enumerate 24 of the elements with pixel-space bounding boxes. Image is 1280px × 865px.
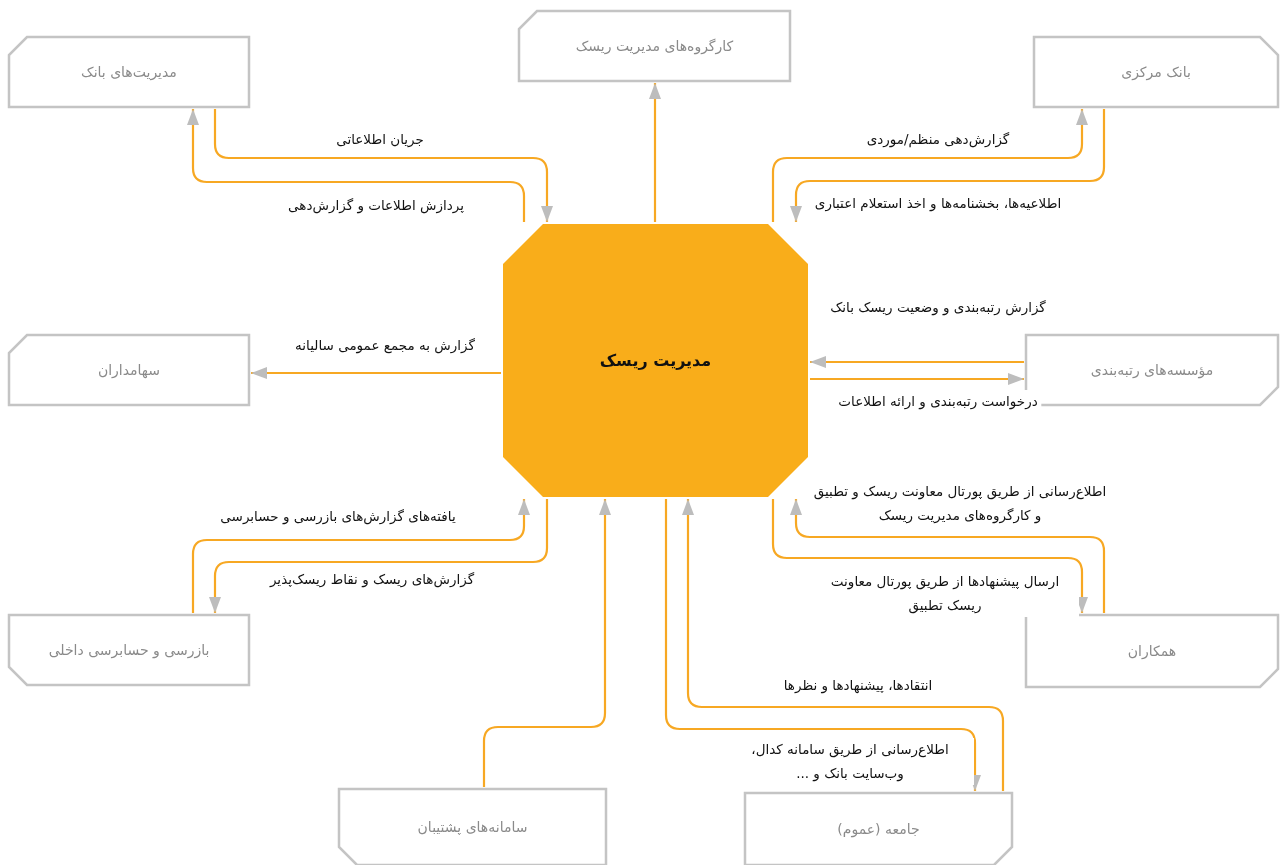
node-label: بازرسی و حسابرسی داخلی	[47, 642, 211, 658]
process-box	[9, 615, 249, 685]
arrow	[482, 499, 611, 787]
node-label: جامعه (عموم)	[836, 821, 921, 837]
process-box	[745, 793, 1012, 865]
node-label: مدیریت‌های بانک	[80, 64, 178, 80]
process-box	[1026, 615, 1278, 687]
process-box	[519, 11, 790, 81]
node-label: کارگروه‌های مدیریت ریسک	[574, 38, 735, 54]
process-box	[9, 335, 249, 405]
node-label: سهامداران	[96, 362, 162, 378]
arrow	[810, 373, 1024, 385]
process-box	[1034, 37, 1278, 107]
octagon-node	[503, 224, 808, 497]
arrow	[810, 356, 1024, 368]
process-box	[9, 37, 249, 107]
node-label: همکاران	[1126, 643, 1178, 659]
process-box	[339, 789, 606, 865]
node-label: سامانه‌های پشتیبان	[416, 819, 529, 835]
node-label: بانک مرکزی	[1120, 64, 1192, 80]
node-label: مؤسسه‌های رتبه‌بندی	[1089, 362, 1215, 378]
arrow	[251, 367, 501, 379]
arrow	[649, 83, 661, 222]
node-label: مدیریت ریسک	[598, 351, 713, 370]
